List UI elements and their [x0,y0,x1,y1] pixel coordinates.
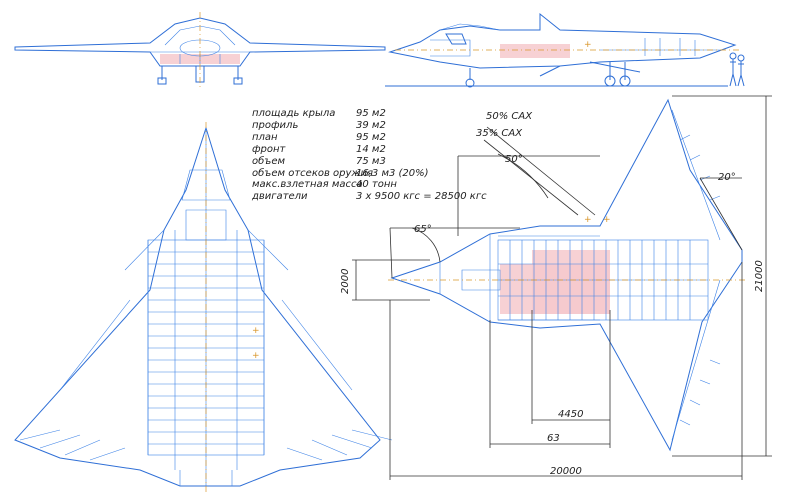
d4450-label: 4450 [558,409,584,420]
spec-value: 39 м2 [356,119,386,131]
svg-text:+: + [252,326,260,336]
svg-text:+: + [603,215,611,225]
dimension-lines [352,95,772,480]
spec-row: двигатели 3 х 9500 кгс = 28500 кгс [252,191,487,203]
spec-label: фронт [252,143,286,155]
spec-value: 3 х 9500 кгс = 28500 кгс [356,191,487,203]
spec-row: площадь крыла 95 м2 [252,108,487,120]
angle65-label: 65° [414,224,432,235]
svg-text:+: + [252,351,260,361]
front-view [14,12,386,88]
spec-label: объем отсеков оружия [252,167,373,179]
angle20-label: 20° [718,172,736,183]
spec-label: макс.взлетная масса [252,179,363,191]
side-view: + [385,12,745,88]
svg-text:+: + [584,40,592,50]
spec-label: профиль [252,119,299,131]
mac35-label: 35% САХ [476,128,523,139]
spec-value: 95 м2 [356,108,386,119]
width2000-label: 2000 [340,268,351,294]
spec-value: 95 м2 [356,131,386,143]
angle50-label: 50° [505,154,523,165]
spec-label: площадь крыла [252,108,336,119]
spec-value: 75 м3 [356,155,386,167]
spec-value: 40 тонн [356,179,397,191]
spec-value: 14 м2 [356,143,386,155]
top-view: + + [14,122,393,492]
mac50-label: 50% САХ [486,111,533,122]
spec-row: план 95 м2 [252,132,487,144]
spec-label: двигатели [252,191,308,203]
plan-view: + + [388,98,746,452]
specs-table: площадь крыла 95 м2 профиль 39 м2 план 95 м… [252,108,487,203]
span21000-label: 21000 [754,260,765,292]
spec-value: 16,3 м3 (20%) [356,167,429,179]
spec-label: план [252,131,278,143]
d63-label: 63 [547,433,560,444]
spec-row: фронт 14 м2 [252,144,487,156]
spec-row: профиль 39 м2 [252,120,487,132]
svg-text:+: + [584,215,592,225]
length20000-label: 20000 [550,466,582,477]
spec-label: объем [252,155,286,167]
spec-row: объем 75 м3 [252,156,487,168]
